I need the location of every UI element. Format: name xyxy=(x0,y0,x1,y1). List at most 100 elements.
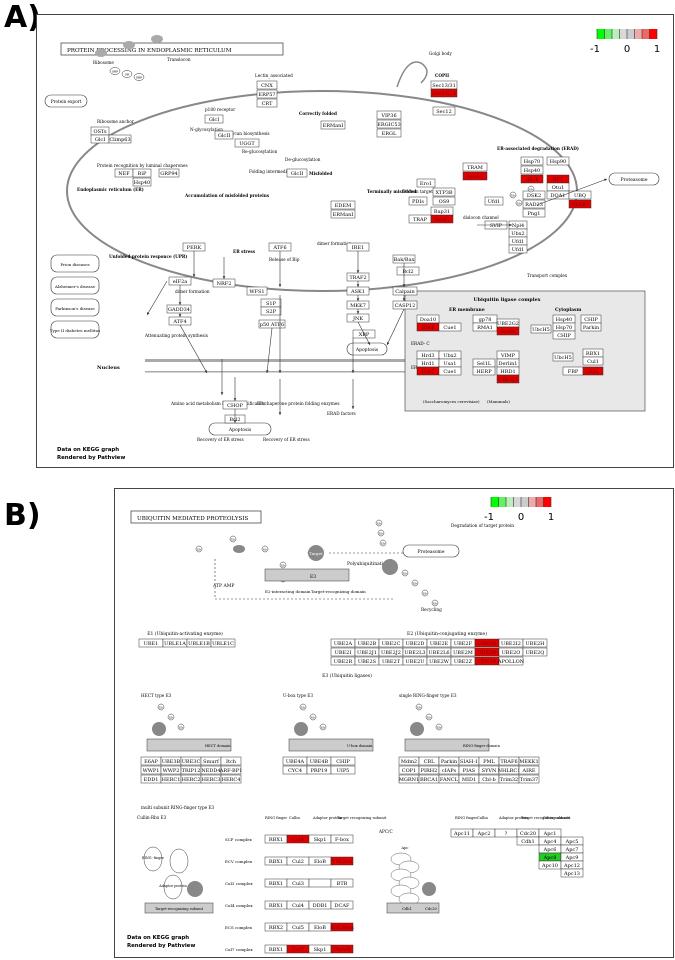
gene-doa10: Doa10 xyxy=(420,317,436,323)
gene-edem-box xyxy=(330,200,356,210)
ubiquitin-icon xyxy=(157,703,165,711)
e3-gene: BRCA1 xyxy=(420,777,438,783)
complex-gene: Skp1 xyxy=(314,837,327,843)
e3-type-label: U-box type E3 xyxy=(283,693,313,698)
gene-cue1: Cue1 xyxy=(443,325,456,331)
disease-label: Parkinson's disease xyxy=(55,306,95,311)
gene-cue1-box xyxy=(438,366,462,376)
ubiquitin-icon xyxy=(379,539,387,547)
legend-label-max: 1 xyxy=(548,512,554,523)
cdh1-label: Cdh1 xyxy=(402,907,412,911)
footer-line-2: Rendered by Pathview xyxy=(57,455,125,461)
gene-otu1: Otu1 xyxy=(552,185,565,191)
gene-derlin: Derlin xyxy=(500,329,517,335)
gene-climp63: Climp63 xyxy=(109,137,130,143)
e3-gene: CBL xyxy=(424,759,436,765)
apc-gene: Apc5 xyxy=(565,839,579,845)
footer-line-1: Data on KEGG graph xyxy=(57,447,119,453)
complex-gene: Cul7 xyxy=(292,947,304,953)
e3-gene: COP1 xyxy=(402,768,416,774)
gene-ufd1-box xyxy=(484,196,504,206)
pathway-arrow xyxy=(386,308,405,346)
pathway-arrow-head xyxy=(356,270,360,273)
ubiquitin-icon xyxy=(319,723,327,731)
subunit-label: Adaptor protein xyxy=(158,884,187,888)
gene-glcii: GlcII xyxy=(291,171,303,177)
target-icon xyxy=(294,722,308,736)
gene-nef: NEF xyxy=(118,171,130,177)
gene-nrf2: NRF2 xyxy=(217,281,232,287)
target-icon xyxy=(308,545,324,561)
gene-hrd1: Hrd1 xyxy=(421,361,434,367)
gene-png1: Png1 xyxy=(528,211,541,217)
gene-ubx2: Ubx2 xyxy=(443,353,456,359)
ribosome-icon xyxy=(95,49,107,57)
target-icon xyxy=(410,722,424,736)
pathway-arrow-head xyxy=(356,298,360,301)
e2-gene-box xyxy=(522,638,548,648)
domain-bar xyxy=(288,738,374,752)
pathway-arrow-head xyxy=(233,398,237,401)
gene-sec12: Sec12 xyxy=(436,109,452,115)
gene-glci-box xyxy=(204,114,224,124)
legend-swatch xyxy=(649,29,657,39)
diagram-label: Re-glucosylation xyxy=(242,149,278,154)
gene-ufd1: Ufd1 xyxy=(488,199,500,205)
gene-hsp40: Hsp40 xyxy=(524,168,541,174)
e2-gene: UBE2A xyxy=(334,641,353,647)
ubiquitin-label: Ub xyxy=(321,725,326,729)
ubiquitin-icon xyxy=(309,713,317,721)
gene-sec2324: Sec23/24 xyxy=(432,91,456,97)
ubiquitin-icon xyxy=(229,535,237,543)
gene-climp63-box xyxy=(108,134,132,144)
proteasome-label: Proteasome xyxy=(621,177,648,183)
gene-ubc6: Ubc6 xyxy=(421,325,434,331)
gene-ero1: Ero1 xyxy=(420,181,432,187)
mammals-label: (Mammals) xyxy=(487,399,510,404)
gene-sec61: Sec61 xyxy=(467,174,483,180)
e2-gene-box xyxy=(498,656,524,666)
e3-gene: WWP2 xyxy=(163,768,180,774)
gene-svip: SVIP xyxy=(490,223,503,229)
gene-ire1: IRE1 xyxy=(352,245,365,251)
pathway-arrow-head xyxy=(356,284,360,287)
ribosome-icon xyxy=(151,35,163,43)
gene-herp: HERP xyxy=(476,369,492,375)
gene-bcl2-box xyxy=(396,266,420,276)
gene-herp-box xyxy=(472,366,496,376)
domain-bar xyxy=(146,738,232,752)
gene-mkk7: MKK7 xyxy=(350,303,366,309)
gene-hsp70: Hsp70 xyxy=(524,159,541,165)
e1-title: E1 (Ubiquitin-activating enzyme) xyxy=(147,630,223,637)
e2-gene: UBE2D xyxy=(406,641,425,647)
diagram-label: Transport complex xyxy=(527,273,568,278)
complex-gene: RBX1 xyxy=(269,837,283,843)
gene-shsf: sHSF xyxy=(525,177,539,183)
apc-gene: Apc7 xyxy=(565,847,579,853)
diagram-label: Protein targeting xyxy=(403,189,440,194)
subunit-icon xyxy=(143,846,163,872)
srp-icon xyxy=(109,67,121,75)
legend-swatch xyxy=(536,497,544,507)
target-icon xyxy=(187,881,203,897)
pathway-arrow-head xyxy=(356,311,360,314)
gene-vip36: VIP36 xyxy=(380,113,396,119)
gene-cue1-box xyxy=(438,322,462,332)
proteasome-box xyxy=(608,172,660,186)
e3-gene: PRP19 xyxy=(311,768,328,774)
e2-gene: UBE2F xyxy=(454,641,473,647)
apc-gene: Apc2 xyxy=(477,831,491,837)
e3-gene: Mdm2 xyxy=(401,759,417,765)
gene-chip: CHIP xyxy=(557,333,571,339)
gene-bap31: Bap31 xyxy=(434,209,450,215)
diagram-label: Correctly folded xyxy=(299,111,337,116)
gene-ube2j1-box xyxy=(496,374,520,384)
diagram-label: Protein recognition by luminal chaperone… xyxy=(97,163,188,168)
e3-gene: E6AP xyxy=(144,759,158,765)
dna-line xyxy=(145,371,565,373)
complex-gene: RBX1 xyxy=(269,903,283,909)
proteasome-label: Proteasome xyxy=(418,549,445,555)
gene-eif2a: eIF2a xyxy=(173,279,188,285)
e1-gene: UBLE1C xyxy=(212,641,234,647)
ribosome-icon xyxy=(123,41,135,49)
